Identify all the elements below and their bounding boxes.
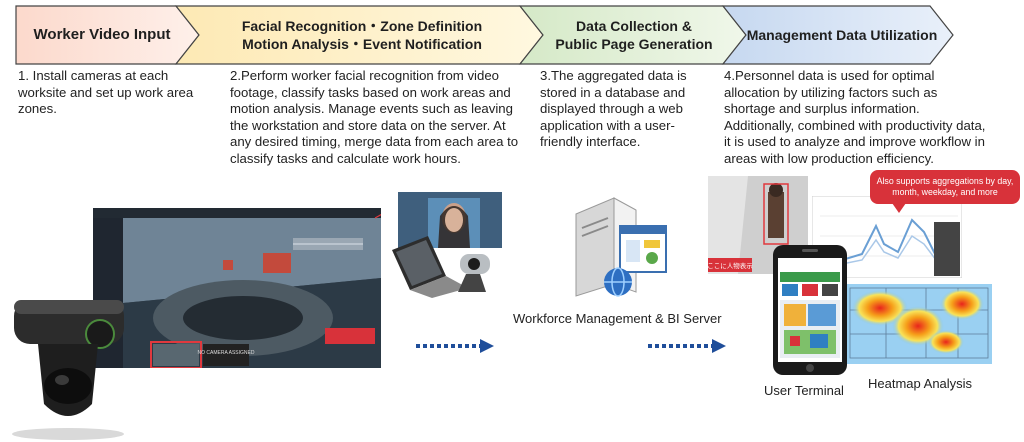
- ptz-camera-icon: [12, 300, 124, 440]
- flow-arrow-1: [416, 339, 494, 353]
- smartphone-icon: [773, 245, 847, 375]
- step-2-description: 2.Perform worker facial recognition from…: [230, 68, 519, 166]
- person-display-label: ここに人物表示: [708, 261, 753, 270]
- site-3d-view-screenshot: NO CAMERA ASSIGNED: [93, 208, 381, 368]
- step-2-title-line2: Motion Analysis・Event Notification: [242, 36, 482, 52]
- aggregation-callout: Also supports aggregations by day, month…: [870, 170, 1020, 213]
- step-3-description: 3.The aggregated data is stored in a dat…: [540, 68, 687, 150]
- step-1-description: 1. Install cameras at each worksite and …: [18, 68, 194, 117]
- process-chevrons: [15, 5, 954, 65]
- server-caption: Workforce Management & BI Server: [513, 311, 722, 326]
- step-2-title: Facial Recognition・Zone Definition Motio…: [204, 6, 520, 64]
- server-icon: [575, 197, 667, 297]
- step-2-title-line1: Facial Recognition・Zone Definition: [241, 18, 483, 34]
- step-3-title: Data Collection & Public Page Generation: [542, 6, 726, 64]
- step-1-title: Worker Video Input: [33, 26, 171, 43]
- step-3-title-line1: Data Collection &: [576, 18, 692, 34]
- user-terminal-caption: User Terminal: [764, 383, 844, 398]
- step-4-description: 4.Personnel data is used for optimal all…: [724, 68, 986, 166]
- step-4-chevron: [721, 5, 954, 65]
- step-4-title: Management Data Utilization: [746, 27, 938, 43]
- heatmap-image: [846, 284, 992, 364]
- no-camera-label: NO CAMERA ASSIGNED: [198, 350, 255, 356]
- heatmap-caption: Heatmap Analysis: [868, 376, 973, 391]
- face-recognition-devices-icon: [392, 192, 502, 298]
- step-3-title-line2: Public Page Generation: [555, 36, 713, 52]
- flow-arrow-2: [648, 339, 726, 353]
